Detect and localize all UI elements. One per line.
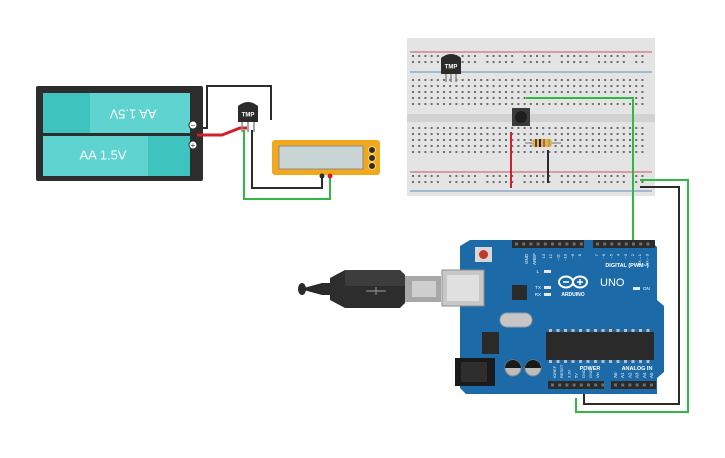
battery-pack[interactable]: AA 1.5V AA 1.5V − + [36, 86, 203, 181]
external-wires[interactable] [526, 97, 689, 413]
battery-top-label: AA 1.5V [109, 107, 156, 122]
power-pin-label: GND [588, 369, 593, 378]
digital-pin-label: 8 [577, 253, 582, 256]
battery-minus-sign: − [191, 121, 196, 130]
digital-pin-label: 7 [594, 253, 599, 256]
power-pin-label: IOREF [552, 365, 557, 378]
battery-cell-bottom: AA 1.5V [43, 136, 190, 176]
digital-header-right[interactable] [593, 240, 655, 248]
led-tx-label: TX [535, 285, 541, 290]
digital-pin-label: ~9 [570, 253, 575, 258]
board-model: UNO [600, 277, 625, 289]
digital-pin-label: ~6 [601, 253, 606, 258]
digital-pin-label: TX→1 [637, 253, 642, 265]
reset-button[interactable] [475, 247, 492, 262]
analog-header-label: ANALOG IN [622, 366, 653, 372]
analog-header[interactable] [611, 381, 656, 389]
power-header-label: POWER [580, 366, 601, 372]
digital-header-left[interactable] [512, 240, 584, 248]
tmp-sensor-left[interactable]: TMP [238, 102, 258, 132]
tmp-sensor-breadboard[interactable]: TMP [441, 54, 461, 82]
led-l-label: L [536, 269, 539, 274]
led-rx-label: RX [535, 292, 541, 297]
microcontroller-chip [546, 329, 654, 363]
battery-bottom-label: AA 1.5V [80, 147, 127, 162]
power-pin-label: Vin [595, 372, 600, 378]
digital-pin-label: 2 [630, 253, 635, 256]
analog-pin-label: A2 [627, 372, 632, 378]
digital-header-label: DIGITAL (PWM~) [605, 263, 649, 269]
digital-pin-label: 12 [548, 253, 553, 258]
gnd-label: GND [524, 253, 529, 264]
pushbutton[interactable] [512, 108, 530, 126]
analog-pin-label: A5 [649, 372, 654, 378]
analog-pin-label: A1 [620, 372, 625, 378]
power-pin-label: RESET [559, 364, 564, 378]
digital-pin-label: ~3 [623, 253, 628, 258]
power-pin-label: 3.3V [566, 369, 571, 378]
left-circuit-wires[interactable] [197, 85, 331, 200]
digital-pin-label: ~11 [555, 253, 560, 260]
battery-cell-top: AA 1.5V [43, 93, 190, 133]
arduino-logo-text: ARDUINO [561, 292, 584, 298]
analog-pin-label: A0 [613, 372, 618, 378]
analog-pin-label: A4 [642, 372, 647, 378]
resistor[interactable] [525, 139, 561, 147]
digital-pin-label: RX←0 [644, 253, 649, 266]
power-header[interactable] [548, 381, 604, 389]
power-pin-label: 5V [574, 373, 579, 378]
tmp-left-label: TMP [242, 113, 255, 119]
digital-pin-label: 13 [541, 253, 546, 258]
tmp-breadboard-label: TMP [445, 65, 458, 71]
breadboard-wires[interactable] [510, 132, 549, 188]
multimeter[interactable] [272, 140, 380, 179]
usb-cable[interactable] [298, 270, 441, 308]
digital-pin-label: ~10 [563, 253, 568, 261]
power-pin-label: GND [581, 369, 586, 378]
analog-pin-label: A3 [635, 372, 640, 378]
board-leds: L TX RX ON [535, 269, 650, 297]
on-label: ON [643, 286, 650, 291]
aref-label: AREF [532, 253, 537, 265]
battery-plus-sign: + [191, 141, 196, 150]
digital-pin-label: 4 [616, 253, 621, 256]
digital-pin-label: ~5 [608, 253, 613, 258]
arduino-logo: ARDUINO [558, 275, 588, 298]
